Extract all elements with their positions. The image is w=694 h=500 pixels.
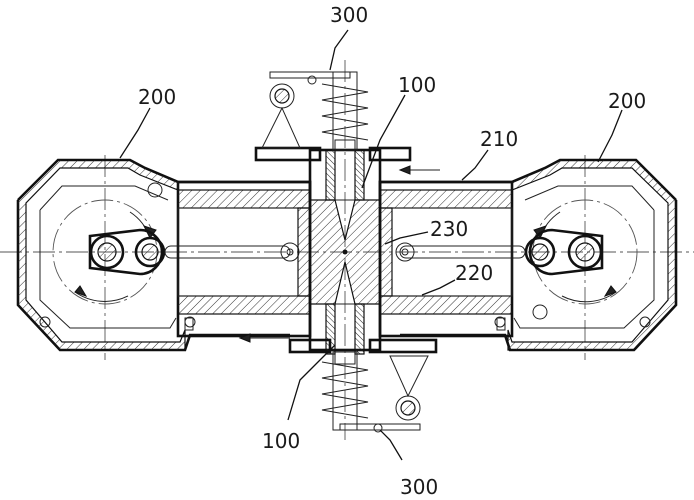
right-crank — [399, 228, 604, 320]
label-200-left: 200 — [138, 85, 176, 109]
left-crank — [88, 182, 291, 276]
label-100-top: 100 — [398, 73, 436, 97]
label-100-bottom: 100 — [262, 429, 300, 453]
right-cylinder — [378, 180, 651, 338]
top-spring-assembly — [261, 71, 369, 151]
left-cylinder — [39, 180, 312, 338]
central-block — [238, 139, 440, 365]
label-200-right: 200 — [608, 89, 646, 113]
label-300-top: 300 — [330, 3, 368, 27]
label-230: 230 — [430, 217, 468, 241]
bottom-spring-assembly — [321, 351, 429, 433]
label-210: 210 — [480, 127, 518, 151]
leader-lines — [119, 29, 623, 461]
label-220: 220 — [455, 261, 493, 285]
right-housing — [378, 158, 678, 352]
label-300-bottom: 300 — [400, 475, 438, 499]
